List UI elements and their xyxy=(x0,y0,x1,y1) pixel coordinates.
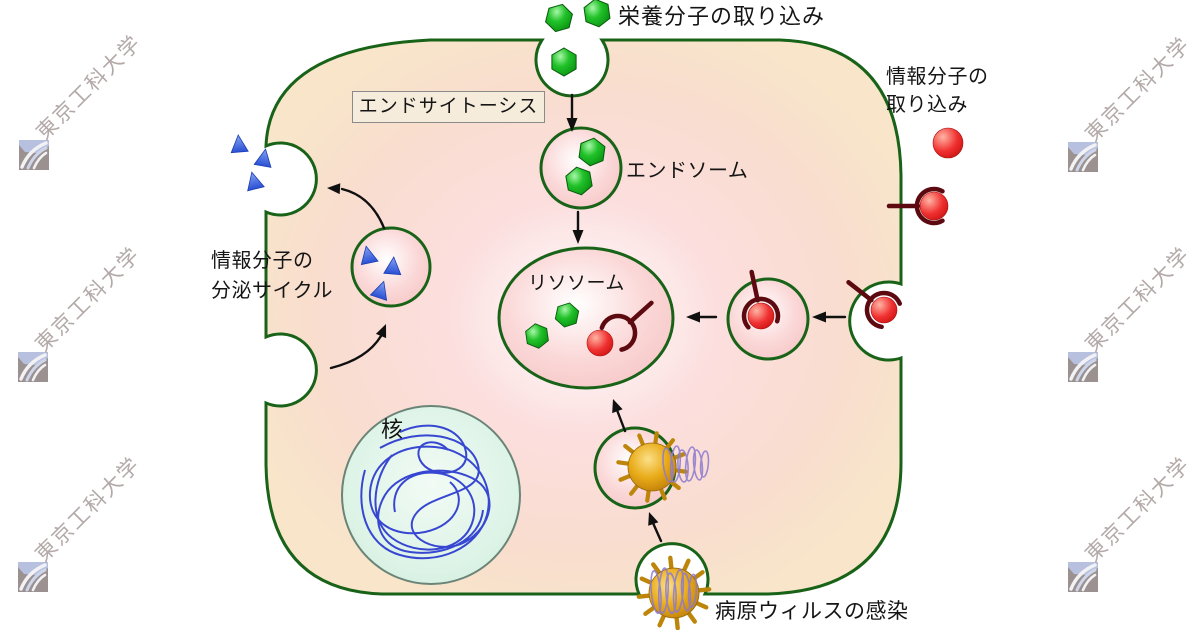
nutrient-uptake-label: 栄養分子の取り込み xyxy=(618,4,826,29)
signal-triangle-icon xyxy=(229,133,249,154)
arrow-virus-vesicle-to-lysosome xyxy=(612,399,627,433)
nutrient-molecule-icon xyxy=(582,0,612,30)
arrow-receptor-vesicle-to-lysosome xyxy=(686,311,718,323)
nucleus-label: 核 xyxy=(381,417,404,442)
signal-uptake-line2: 取り込み xyxy=(886,94,968,116)
signal-triangle-icon xyxy=(243,169,265,192)
university-logo-icon xyxy=(1068,562,1098,592)
signal-molecule-icon xyxy=(919,191,949,221)
virus-entering xyxy=(635,554,713,630)
signal-molecule-icon xyxy=(747,302,775,330)
secretion-vesicle xyxy=(350,226,432,308)
lysosome-label: リソソーム xyxy=(528,273,625,294)
lysosome xyxy=(497,246,675,390)
secretion-cycle-label: 情報分子の 分泌サイクル xyxy=(211,246,333,306)
watermark: 東京工科大学 xyxy=(1068,33,1200,322)
arrow-membrane-to-receptor-vesicle xyxy=(812,311,847,323)
arrow-membrane-to-endosome xyxy=(566,93,578,132)
arrow-vesicle-to-membrane-secretion xyxy=(327,183,386,230)
flow-arrows xyxy=(327,93,847,543)
endosome-label: エンドソーム xyxy=(626,160,749,182)
arrow-endosome-to-lysosome xyxy=(572,210,584,244)
university-logo-icon xyxy=(18,352,48,382)
watermark: 東京工科大学 xyxy=(18,243,178,532)
signal-molecule-icon xyxy=(870,296,898,324)
university-logo-icon xyxy=(19,140,49,170)
signal-uptake-line1: 情報分子の xyxy=(886,66,989,88)
signal-triangle-icon xyxy=(253,147,275,168)
watermark: 東京工科大学 xyxy=(1068,243,1200,532)
chromatin-threads xyxy=(360,424,491,560)
receptor-vesicle xyxy=(726,268,810,361)
signal-uptake-group xyxy=(838,127,964,329)
watermark: 東京工科大学 xyxy=(1068,453,1200,630)
nutrient-molecules xyxy=(543,0,612,77)
university-logo-icon xyxy=(1068,142,1098,172)
signal-molecule-icon xyxy=(586,329,614,357)
secretion-cycle-line1: 情報分子の xyxy=(211,250,314,272)
endosome xyxy=(539,126,623,210)
virus-vesicle xyxy=(593,428,711,510)
endocytosis-title-box: エンドサイトーシス xyxy=(352,91,545,123)
nutrient-molecule-icon xyxy=(543,0,575,36)
university-logo-icon xyxy=(1068,352,1098,382)
arrow-virus-entry xyxy=(648,512,663,543)
signal-molecule-icon xyxy=(932,127,964,159)
signal-uptake-label: 情報分子の 取り込み xyxy=(886,63,989,119)
virus-infection-label: 病原ウィルスの感染 xyxy=(715,600,909,623)
watermark: 東京工科大学 xyxy=(18,453,178,630)
university-logo-icon xyxy=(18,562,48,592)
nucleus xyxy=(341,405,521,585)
arrow-membrane-to-vesicle-secretion xyxy=(329,324,387,370)
secretion-cycle-line2: 分泌サイクル xyxy=(211,280,333,302)
nutrient-molecule-icon xyxy=(551,47,577,77)
watermark: 東京工科大学 xyxy=(19,31,179,320)
